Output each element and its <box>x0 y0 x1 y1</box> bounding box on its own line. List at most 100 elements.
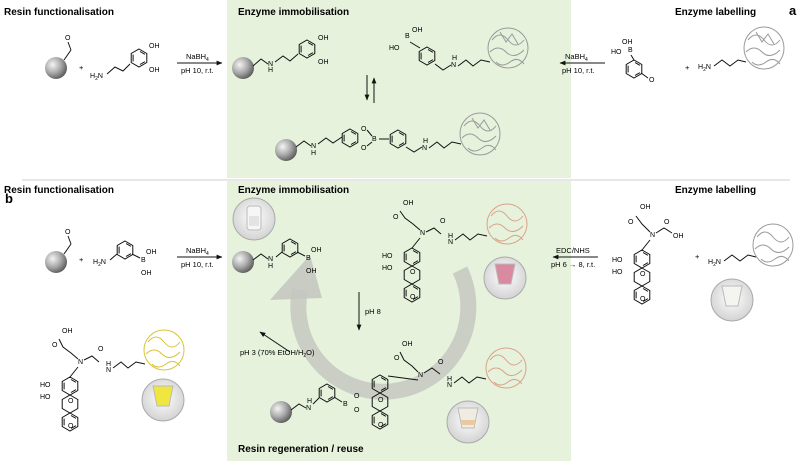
svg-text:N: N <box>78 359 83 366</box>
svg-text:N: N <box>418 372 423 379</box>
svg-text:N: N <box>447 382 452 389</box>
panel-a-immob-header: Enzyme immobilisation <box>238 7 349 18</box>
svg-text:OH: OH <box>403 200 414 207</box>
panel-b-aminophenylboronic-acid: H2N B OH OH <box>93 240 157 277</box>
panel-b-labelled-enzyme-top: OH O N O H N HO HO O O <box>382 200 528 302</box>
svg-text:O: O <box>628 219 634 226</box>
panel-a-plus-2: + <box>685 63 690 72</box>
panel-b-reductive-amination-arrow: NaBH4 pH 10, r.t. <box>177 246 223 269</box>
svg-text:B: B <box>306 255 311 262</box>
svg-text:pH 8: pH 8 <box>365 307 381 316</box>
panel-a-reductive-amination-arrow: NaBH4 pH 10, r.t. <box>177 52 223 75</box>
panel-b-native-enzyme: H2N <box>708 223 794 268</box>
svg-text:O: O <box>354 407 360 414</box>
panel-a-dopamine: H2N OH OH <box>90 43 160 82</box>
svg-text:H: H <box>423 138 428 145</box>
svg-text:O: O <box>664 219 670 226</box>
svg-text:O: O <box>394 355 400 362</box>
panel-a-plus-1: + <box>79 63 84 72</box>
enzyme-grey-a-bottom <box>459 112 501 156</box>
panel-a-boronate-complex: N H O O B N H <box>275 112 501 161</box>
svg-text:H: H <box>106 361 111 368</box>
svg-text:B: B <box>141 257 146 264</box>
svg-text:O: O <box>440 218 446 225</box>
svg-text:OH: OH <box>318 59 329 66</box>
panel-a-native-enzyme: H2N <box>698 26 785 73</box>
svg-text:O: O <box>52 342 58 349</box>
enzyme-yellow <box>143 329 185 371</box>
bind-arrow: pH 8 <box>356 292 381 331</box>
panel-a-label-header: Enzyme labelling <box>675 7 756 18</box>
svg-text:N: N <box>106 367 111 374</box>
svg-text:H2N: H2N <box>90 73 103 82</box>
svg-text:HO: HO <box>382 253 393 260</box>
svg-text:OH: OH <box>141 270 152 277</box>
svg-text:OH: OH <box>318 35 329 42</box>
svg-text:O: O <box>438 359 444 366</box>
svg-text:O: O <box>640 296 646 303</box>
inset-pink-tube <box>483 256 527 300</box>
svg-text:N: N <box>306 405 311 412</box>
svg-text:N: N <box>268 61 273 68</box>
svg-text:N: N <box>311 143 316 150</box>
panel-a-resin-header: Resin functionalisation <box>4 7 114 18</box>
panel-b-letter: b <box>5 191 13 206</box>
svg-text:OH: OH <box>673 233 684 240</box>
svg-text:OH: OH <box>622 39 633 46</box>
svg-text:B: B <box>628 47 633 54</box>
svg-text:NaBH4: NaBH4 <box>186 52 209 63</box>
svg-text:pH 10, r.t.: pH 10, r.t. <box>181 66 214 75</box>
svg-text:H: H <box>452 55 457 62</box>
svg-text:HO: HO <box>389 45 400 52</box>
panel-b-alizarin-complexone: OH O N O OH HO HO O O <box>612 204 684 304</box>
panel-b-resin-header: Resin functionalisation <box>4 185 114 196</box>
svg-text:H2N: H2N <box>708 259 721 268</box>
svg-text:HO: HO <box>612 269 623 276</box>
svg-text:H2N: H2N <box>698 64 711 73</box>
release-arrow: pH 3 (70% EtOH/H2O) <box>240 331 315 359</box>
svg-text:H2N: H2N <box>93 259 106 268</box>
svg-text:NaBH4: NaBH4 <box>186 246 209 257</box>
svg-text:O: O <box>378 397 384 404</box>
svg-text:N: N <box>448 239 453 246</box>
panel-a-aldehyde-resin: O <box>45 35 72 79</box>
svg-text:O: O <box>98 346 104 353</box>
panel-a-catechol-resin: H N OH OH <box>232 35 329 79</box>
svg-text:O: O <box>68 398 74 405</box>
svg-text:OH: OH <box>311 247 322 254</box>
svg-text:H: H <box>448 233 453 240</box>
svg-text:N: N <box>451 62 456 69</box>
enzyme-pink-top <box>486 203 528 245</box>
inset-yellow-tube <box>141 378 185 422</box>
svg-text:O: O <box>410 269 416 276</box>
panel-a-equilibrium-arrows <box>364 75 377 103</box>
svg-text:OH: OH <box>146 249 157 256</box>
svg-text:HO: HO <box>40 382 51 389</box>
svg-text:NaBH4: NaBH4 <box>565 52 588 63</box>
panel-b-coupling-arrow: EDC/NHS pH 6 → 8, r.t. <box>551 246 598 269</box>
regeneration-label: Resin regeneration / reuse <box>238 444 364 455</box>
svg-text:O: O <box>65 229 71 236</box>
svg-text:O: O <box>378 422 384 429</box>
svg-text:B: B <box>372 136 377 143</box>
svg-text:H: H <box>447 376 452 383</box>
svg-text:HO: HO <box>382 265 393 272</box>
svg-text:N: N <box>268 256 273 263</box>
svg-text:OH: OH <box>149 43 160 50</box>
svg-text:N: N <box>420 230 425 237</box>
svg-text:HO: HO <box>611 49 622 56</box>
panel-b-bound-complex: N H B O O O O OH O N O H N <box>270 341 527 429</box>
svg-text:O: O <box>68 423 74 430</box>
enzyme-grey-a-top <box>487 27 529 69</box>
svg-text:O: O <box>649 77 655 84</box>
svg-text:O: O <box>65 35 71 42</box>
panel-a-letter: a <box>789 3 797 18</box>
svg-text:B: B <box>343 401 348 408</box>
svg-text:O: O <box>361 126 367 133</box>
svg-text:OH: OH <box>306 268 317 275</box>
inset-resin-photo <box>232 197 276 241</box>
panel-b-plus-2: + <box>695 252 700 261</box>
panel-a-labelling-arrow: NaBH4 pH 10, r.t. <box>559 52 605 75</box>
